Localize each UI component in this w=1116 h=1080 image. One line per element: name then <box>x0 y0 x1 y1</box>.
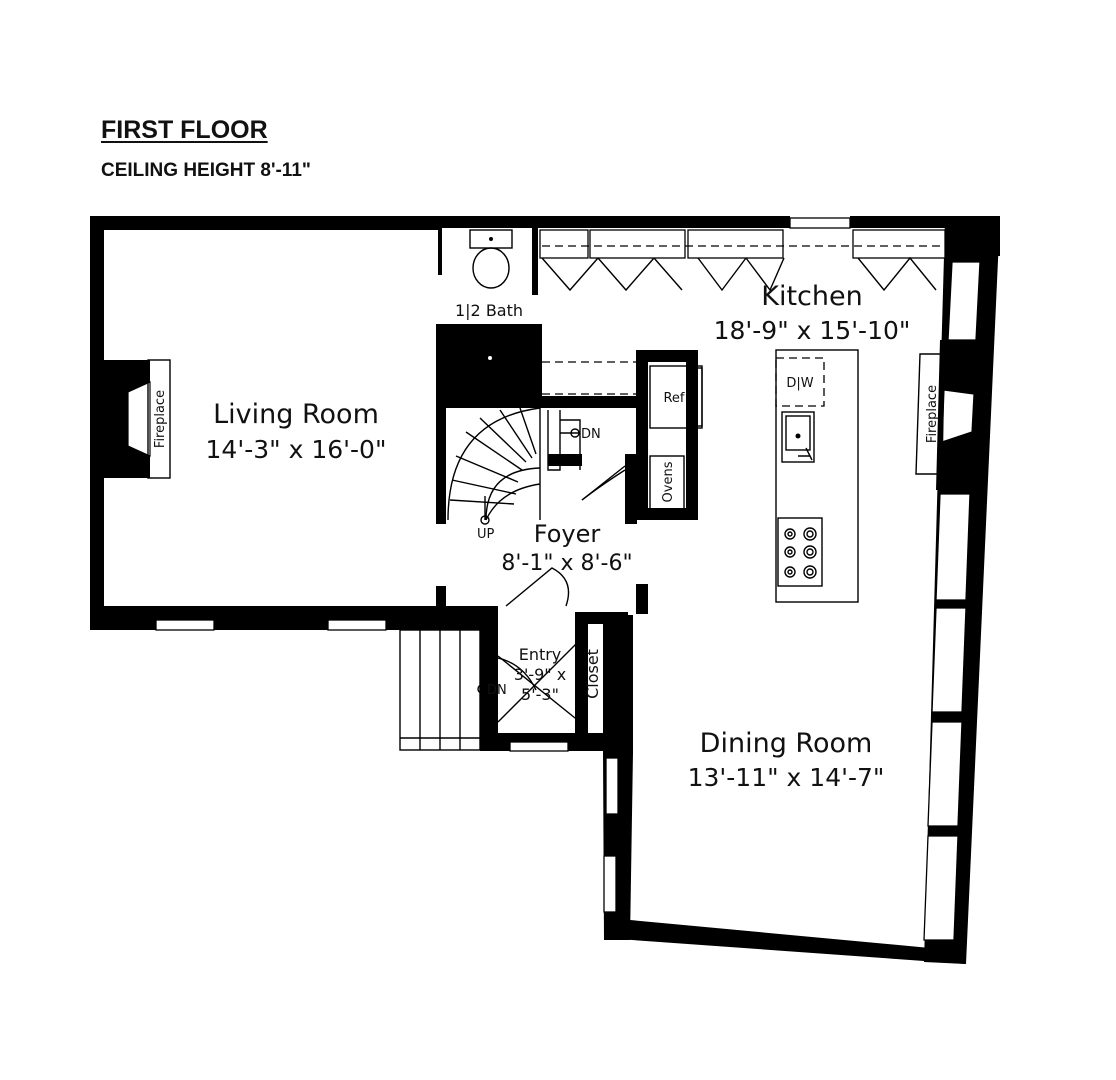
ceiling-height-label: CEILING HEIGHT 8'-11" <box>101 160 311 181</box>
fireplace-left-label: Fireplace <box>153 390 168 448</box>
exterior-stair <box>399 629 481 751</box>
fireplace-left <box>104 359 171 479</box>
half-bath-name: 1|2 Bath <box>455 301 523 320</box>
fireplace-right-label: Fireplace <box>925 385 940 443</box>
closet-name: Closet <box>583 649 602 699</box>
stair-up-label: UP <box>477 527 495 542</box>
ovens <box>649 455 685 511</box>
kitchen-name: Kitchen <box>761 281 862 312</box>
dining-left-windows <box>603 757 619 913</box>
refrigerator <box>649 365 703 429</box>
dining-room-dims: 13'-11" x 14'-7" <box>688 763 885 792</box>
kitchen-windows <box>539 217 946 259</box>
kitchen-island <box>775 349 859 603</box>
entry-dims-line2: 5'-3" <box>521 685 559 704</box>
foyer-name: Foyer <box>534 520 601 548</box>
entry-name: Entry <box>519 645 562 664</box>
foyer-dims: 8'-1" x 8'-6" <box>501 551 632 576</box>
dining-room-name: Dining Room <box>700 728 873 759</box>
spiral-staircase <box>447 407 581 525</box>
living-room-name: Living Room <box>213 399 379 430</box>
upper-cabinets <box>541 256 937 292</box>
floor-title: FIRST FLOOR <box>101 116 268 144</box>
entry-details <box>477 612 628 752</box>
living-windows <box>155 619 387 631</box>
fireplace-right <box>915 340 975 490</box>
interior-walls <box>436 225 698 524</box>
stair-landing-detail <box>542 361 636 395</box>
dishwasher-label: D|W <box>786 376 813 391</box>
ovens-label: Ovens <box>661 461 676 502</box>
right-windows <box>923 261 981 941</box>
refrigerator-label: Ref <box>663 391 684 406</box>
stair-down-label: DN <box>581 427 601 442</box>
entry-dims-line1: 3'-9" x <box>514 665 566 684</box>
foyer-door <box>505 465 626 607</box>
room-labels: Living Room 14'-3" x 16'-0" Kitchen 18'-… <box>153 281 940 792</box>
entry-stair-down-label: DN <box>487 683 507 698</box>
kitchen-dims: 18'-9" x 15'-10" <box>714 316 911 345</box>
living-room-dims: 14'-3" x 16'-0" <box>206 435 387 464</box>
half-bath-fixtures <box>447 229 533 361</box>
